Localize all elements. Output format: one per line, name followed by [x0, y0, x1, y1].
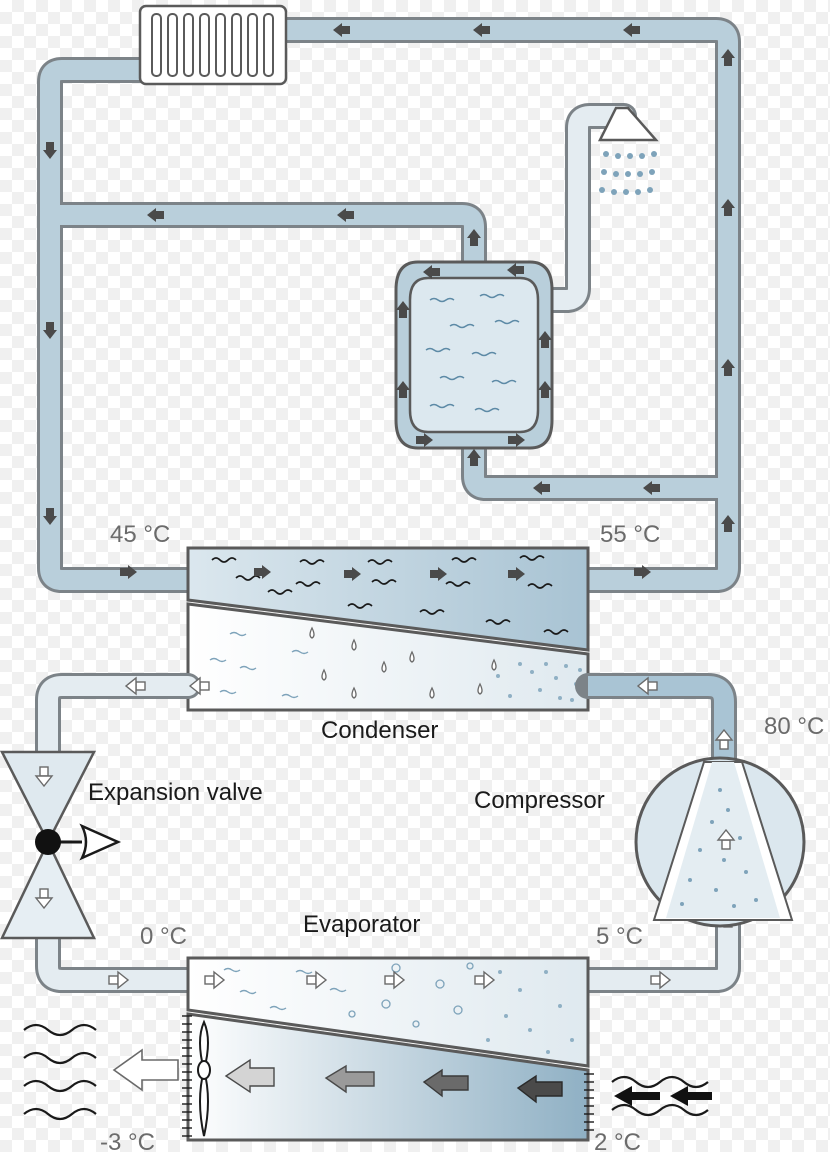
radiator-icon: [138, 4, 288, 86]
expansion-valve: [0, 750, 122, 940]
evaporator-label: Evaporator: [303, 911, 420, 938]
cold-air-out: [23, 1023, 179, 1121]
temp-80: 80 °C: [764, 713, 824, 740]
temp-45: 45 °C: [110, 521, 170, 548]
temp-2: 2 °C: [594, 1129, 641, 1152]
shower-icon: [597, 106, 659, 195]
evaporator: [182, 956, 594, 1142]
heating-water-circuit: [37, 4, 741, 593]
temp-0: 0 °C: [140, 923, 187, 950]
temp-minus3: -3 °C: [100, 1129, 155, 1152]
fan-icon: [197, 1019, 211, 1137]
condenser-label: Condenser: [321, 717, 438, 744]
hot-water-tank: [394, 260, 554, 450]
air-flow-arrows: [224, 1058, 563, 1104]
refrigerant-circuit: [35, 673, 741, 993]
ambient-air-in: [611, 1075, 712, 1117]
expansion-valve-label: Expansion valve: [88, 779, 263, 806]
condenser: [186, 546, 590, 712]
compressor: [634, 756, 806, 928]
compressor-label: Compressor: [474, 787, 605, 814]
temp-55: 55 °C: [600, 521, 660, 548]
temp-5: 5 °C: [596, 923, 643, 950]
